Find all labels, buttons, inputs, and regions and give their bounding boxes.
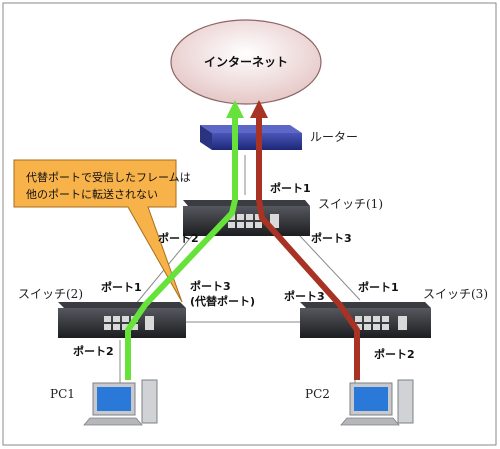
pc1: PC1 — [50, 379, 158, 426]
s1-port1-label: ポート1 — [270, 181, 311, 195]
router-label: ルーター — [310, 130, 358, 144]
switch-3-label: スイッチ(3) — [423, 287, 488, 301]
s3-port2-label: ポート2 — [374, 347, 415, 361]
switch-1: スイッチ(1) — [183, 197, 383, 236]
green-path — [125, 100, 244, 380]
s2-port3-label: ポート3 — [190, 279, 231, 293]
callout: 代替ポートで受信したフレームは 他のポートに転送されない — [13, 159, 191, 303]
internet-label: インターネット — [204, 55, 288, 69]
pc2-label: PC2 — [305, 387, 330, 401]
internet-cloud: インターネット — [170, 19, 322, 105]
callout-line-2: 他のポートに転送されない — [26, 187, 158, 201]
switch-2: スイッチ(2) — [18, 287, 186, 338]
callout-line-1: 代替ポートで受信したフレームは — [26, 170, 191, 184]
s1-port2-label: ポート2 — [158, 231, 199, 245]
s2-alt-port-label: (代替ポート) — [190, 294, 255, 308]
switch-1-label: スイッチ(1) — [318, 197, 383, 211]
red-path — [250, 100, 360, 380]
s2-port1-label: ポート1 — [101, 280, 142, 294]
pc1-label: PC1 — [50, 387, 75, 401]
s1-port3-label: ポート3 — [311, 231, 352, 245]
s2-port2-label: ポート2 — [73, 344, 114, 358]
switch-2-label: スイッチ(2) — [18, 287, 83, 301]
s3-port3-label: ポート3 — [284, 289, 325, 303]
s3-port1-label: ポート1 — [358, 280, 399, 294]
pc2: PC2 — [305, 379, 414, 426]
